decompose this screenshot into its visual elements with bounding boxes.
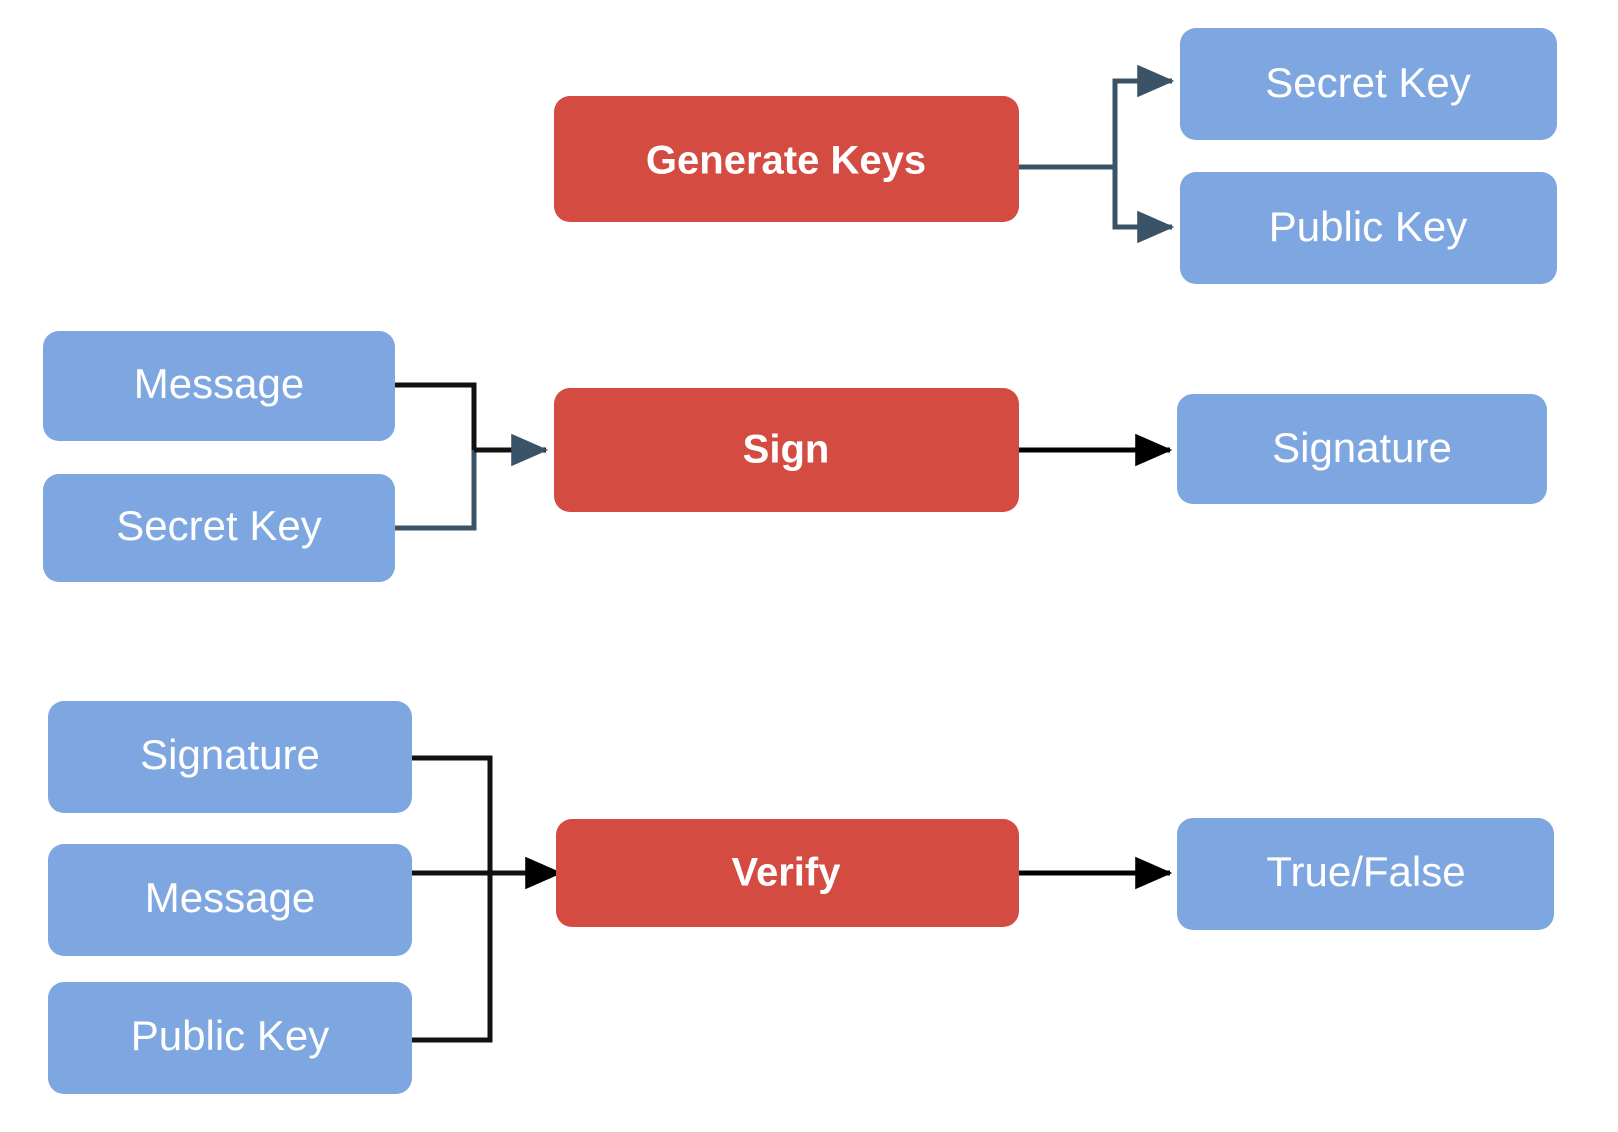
node-generate-keys[interactable]: Generate Keys [554, 96, 1019, 222]
node-verify-shape [556, 819, 1019, 927]
node-sign-output-signature[interactable]: Signature [1177, 394, 1547, 504]
node-verify-output-truefalse-label: True/False [1266, 848, 1465, 895]
edge-message-to-sign-merge [395, 382, 477, 450]
node-keygen-public-key[interactable]: Public Key [1180, 172, 1557, 284]
node-generate-keys-shape [554, 96, 1019, 222]
edge-secretkey-to-sign-merge [395, 450, 477, 531]
verify-connectors [412, 755, 1173, 1043]
node-sign-output-signature-shape [1177, 394, 1547, 504]
node-verify-input-public-key-label: Public Key [131, 1012, 329, 1059]
node-sign[interactable]: Sign [554, 388, 1019, 512]
node-keygen-secret-key-label: Secret Key [1265, 59, 1470, 106]
node-verify-input-signature-label: Signature [140, 731, 320, 778]
node-sign-input-message[interactable]: Message [43, 331, 395, 441]
node-sign-input-secret-key-shape [43, 474, 395, 582]
edge-generatekeys-to-secret-key [1112, 64, 1175, 167]
node-sign-input-secret-key-label: Secret Key [116, 502, 321, 549]
edge-generatekeys-to-public-key [1112, 167, 1175, 244]
node-verify-input-signature-shape [48, 701, 412, 813]
keygen-connectors [1019, 64, 1175, 244]
node-verify-input-message-shape [48, 844, 412, 956]
node-verify-output-truefalse-shape [1177, 818, 1554, 930]
node-verify-input-message[interactable]: Message [48, 844, 412, 956]
node-sign-shape [554, 388, 1019, 512]
sign-connectors [395, 382, 1173, 531]
node-sign-input-message-shape [43, 331, 395, 441]
node-keygen-secret-key-shape [1180, 28, 1557, 140]
node-sign-input-secret-key[interactable]: Secret Key [43, 474, 395, 582]
node-verify-input-signature[interactable]: Signature [48, 701, 412, 813]
node-generate-keys-label: Generate Keys [646, 139, 926, 183]
node-verify-input-public-key[interactable]: Public Key [48, 982, 412, 1094]
node-verify-input-message-label: Message [145, 874, 315, 921]
node-sign-output-signature-label: Signature [1272, 424, 1452, 471]
node-sign-input-message-label: Message [134, 360, 304, 407]
node-keygen-public-key-label: Public Key [1269, 203, 1467, 250]
edge-publickey-to-verify-merge [412, 873, 493, 1043]
node-verify-input-public-key-shape [48, 982, 412, 1094]
node-sign-label: Sign [743, 428, 830, 472]
node-keygen-public-key-shape [1180, 172, 1557, 284]
node-verify[interactable]: Verify [556, 819, 1019, 927]
node-verify-output-truefalse[interactable]: True/False [1177, 818, 1554, 930]
edge-signature-to-verify-merge [412, 755, 493, 873]
node-keygen-secret-key[interactable]: Secret Key [1180, 28, 1557, 140]
node-verify-label: Verify [732, 851, 842, 895]
